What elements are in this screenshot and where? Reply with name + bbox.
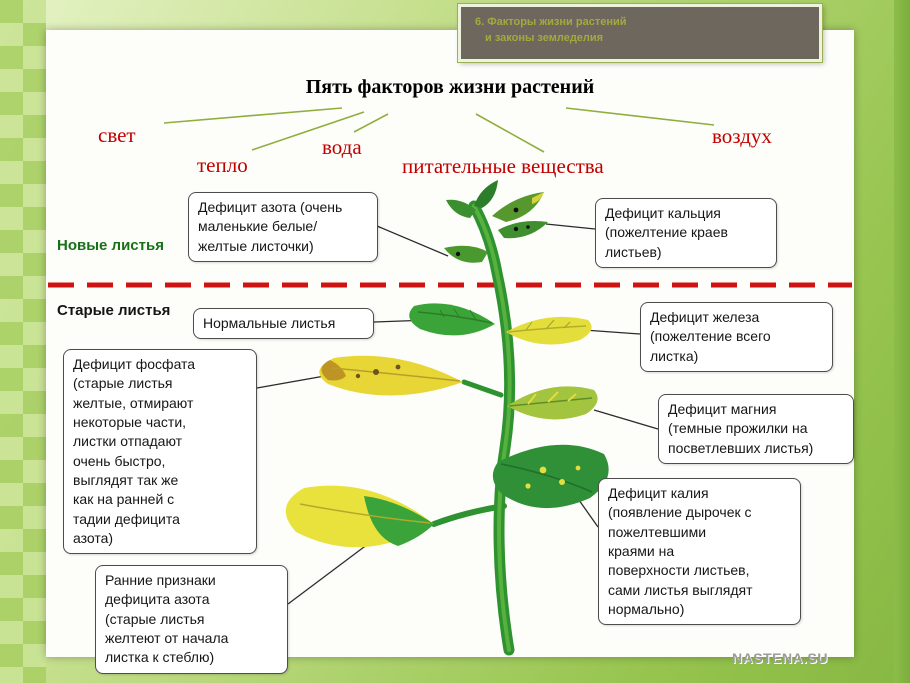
factor-light: свет [98, 123, 136, 147]
header-box: 6. Факторы жизни растений и законы земле… [458, 4, 822, 62]
factor-warmth: тепло [197, 153, 248, 177]
callout-nitrogen-deficiency: Дефицит азота (очень маленькие белые/ же… [188, 192, 378, 262]
label-old-leaves: Старые листья [57, 302, 171, 319]
factor-water: вода [322, 135, 362, 159]
callout-magnesium-deficiency: Дефицит магния (темные прожилки на посве… [658, 394, 854, 464]
slide-canvas: Пять факторов жизни растений [46, 30, 854, 674]
factor-lines [163, 107, 715, 153]
slide-title: Пять факторов жизни растений [305, 76, 595, 98]
callout-calcium-deficiency: Дефицит кальция (пожелтение краев листье… [595, 198, 777, 268]
factor-nutrients: питательные вещества [402, 154, 604, 178]
callout-normal-leaves: Нормальные листья [193, 308, 374, 340]
decorative-checker-strip [0, 0, 46, 683]
callout-early-nitrogen-signs: Ранние признаки дефицита азота (старые л… [95, 565, 288, 674]
header-line2: и законы земледелия [485, 31, 604, 44]
callout-iron-deficiency: Дефицит железа (пожелтение всего листка) [640, 302, 833, 372]
factor-air: воздух [712, 124, 772, 148]
callout-phosphate-deficiency: Дефицит фосфата (старые листья желтые, о… [63, 349, 257, 555]
watermark: NASTENA.SU [732, 650, 829, 666]
callout-potassium-deficiency: Дефицит калия (появление дырочек с пожел… [598, 478, 801, 626]
label-new-leaves: Новые листья [57, 237, 164, 254]
header-line1: 6. Факторы жизни растений [475, 16, 627, 28]
decorative-right-edge [894, 0, 910, 683]
